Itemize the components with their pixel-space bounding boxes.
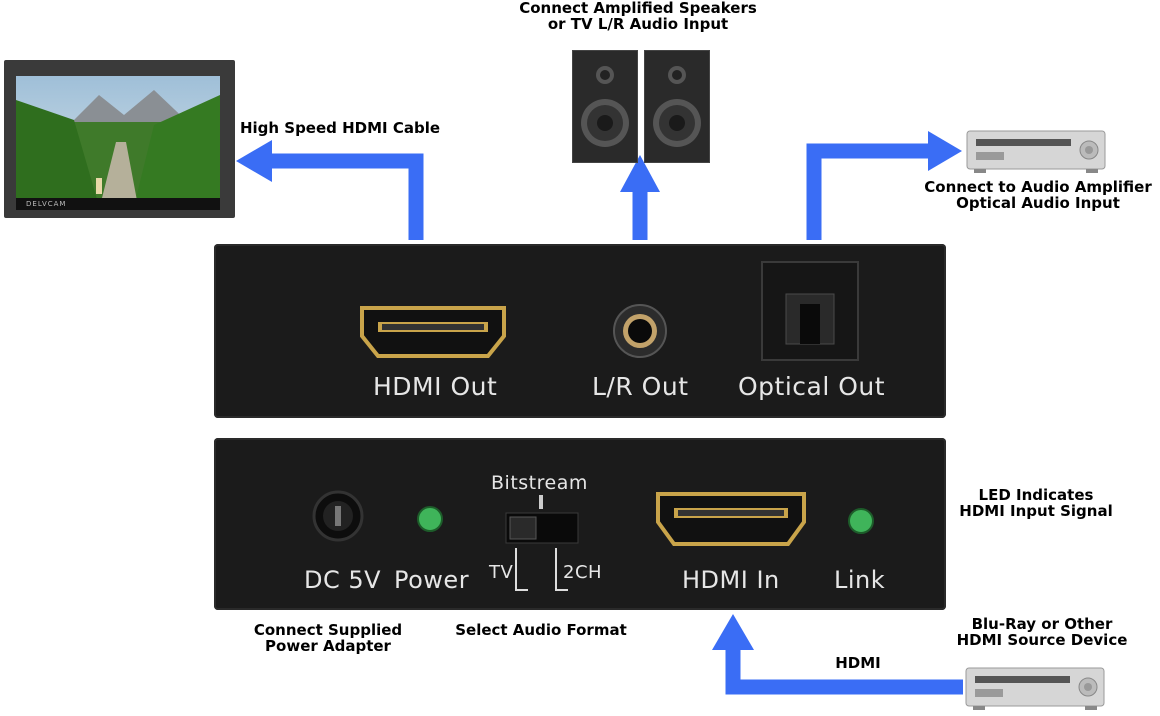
arrow-optical-to-amp	[806, 143, 936, 240]
caption-source-line2: HDMI Source Device	[956, 631, 1128, 649]
audio-format-switch	[505, 495, 579, 591]
caption-audio-format: Select Audio Format	[455, 621, 627, 639]
caption-power-adapter: Connect Supplied Power Adapter	[240, 622, 416, 654]
caption-amplifier: Connect to Audio Amplifier Optical Audio…	[918, 179, 1158, 211]
arrowhead-hdmi-in	[712, 614, 754, 650]
power-led	[417, 506, 443, 532]
dc5v-label: DC 5V	[304, 566, 382, 594]
hdmi-out-label: HDMI Out	[373, 372, 498, 401]
monitor: DELVCAM	[4, 60, 235, 218]
dc-5v-jack	[312, 490, 364, 542]
tv-label: TV	[489, 562, 514, 583]
hdmi-in-port	[656, 492, 806, 546]
arrowhead-monitor	[236, 140, 272, 182]
link-led	[848, 508, 874, 534]
audio-amplifier	[966, 128, 1106, 174]
arrow-hdmi-out-to-monitor	[262, 153, 424, 240]
caption-amp-line1: Connect to Audio Amplifier	[924, 178, 1152, 196]
power-label: Power	[394, 566, 470, 594]
arrowhead-amp	[928, 131, 962, 171]
speaker-right	[644, 50, 710, 163]
speaker-left	[572, 50, 638, 163]
caption-led-line2: HDMI Input Signal	[959, 502, 1113, 520]
source-device	[965, 665, 1105, 711]
caption-source-device: Blu-Ray or Other HDMI Source Device	[944, 616, 1140, 648]
bitstream-label: Bitstream	[491, 472, 588, 494]
optical-out-label: Optical Out	[738, 372, 886, 401]
caption-speakers-line1: Connect Amplified Speakers	[519, 0, 757, 17]
optical-out-port	[761, 261, 859, 361]
caption-power-line2: Power Adapter	[265, 637, 391, 655]
caption-led: LED Indicates HDMI Input Signal	[948, 487, 1124, 519]
2ch-label: 2CH	[563, 562, 603, 583]
monitor-screen-image	[16, 76, 220, 210]
lr-out-jack	[613, 304, 667, 358]
arrowhead-speakers	[620, 155, 660, 192]
caption-speakers: Connect Amplified Speakers or TV L/R Aud…	[500, 0, 776, 32]
caption-source-line1: Blu-Ray or Other	[971, 615, 1113, 633]
monitor-brand: DELVCAM	[26, 200, 67, 208]
caption-led-line1: LED Indicates	[978, 486, 1094, 504]
link-label: Link	[834, 566, 886, 594]
caption-hdmi-cable: High Speed HDMI Cable	[239, 119, 441, 137]
hdmi-out-port	[360, 306, 506, 358]
caption-power-line1: Connect Supplied	[253, 621, 403, 639]
caption-speakers-line2: or TV L/R Audio Input	[547, 15, 729, 33]
arrow-source-to-hdmi-in	[725, 642, 963, 695]
hdmi-in-label: HDMI In	[682, 566, 780, 594]
caption-amp-line2: Optical Audio Input	[956, 194, 1120, 212]
caption-hdmi: HDMI	[835, 654, 881, 672]
lr-out-label: L/R Out	[592, 372, 689, 401]
